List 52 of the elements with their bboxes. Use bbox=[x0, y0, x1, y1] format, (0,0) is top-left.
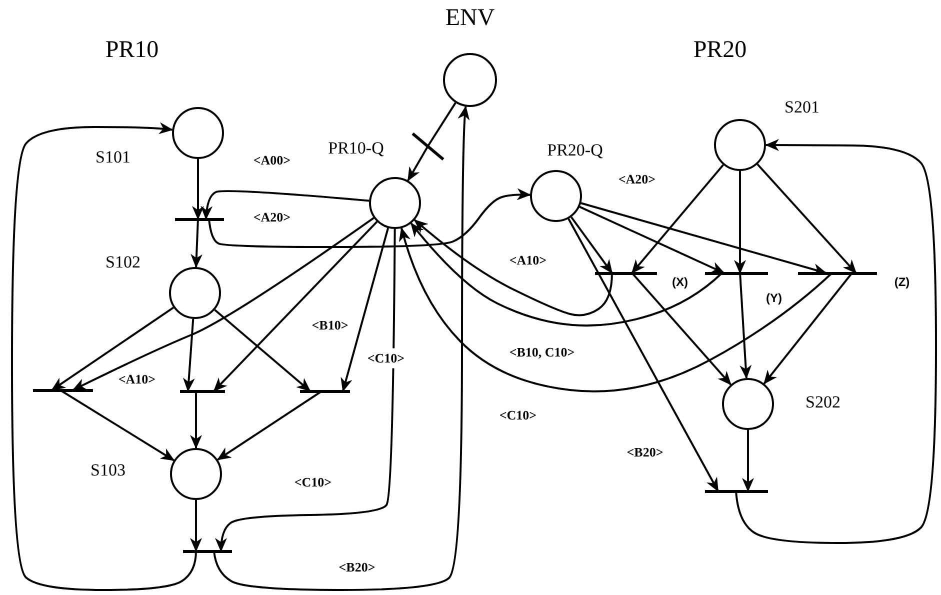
arc-arrow bbox=[213, 106, 470, 591]
arc-arrow bbox=[579, 206, 725, 274]
arc-arrow bbox=[51, 306, 174, 391]
arc-arrow bbox=[190, 218, 203, 268]
arc-arrow bbox=[568, 218, 719, 492]
arc-arrow bbox=[208, 188, 532, 248]
arc-arrow bbox=[192, 159, 204, 220]
arc-arrow bbox=[414, 219, 613, 316]
transition-label: (X) bbox=[672, 274, 688, 291]
arc-arrow bbox=[631, 272, 732, 386]
arc-arrow bbox=[190, 500, 202, 552]
place-label: S201 bbox=[784, 96, 820, 118]
arc-arrow bbox=[182, 318, 195, 392]
place-label: S103 bbox=[90, 459, 126, 482]
arc-arrow bbox=[734, 171, 746, 274]
place-label: S101 bbox=[96, 146, 130, 168]
arc-arrow bbox=[739, 272, 752, 380]
arc-arrow bbox=[216, 390, 323, 461]
transition-bar bbox=[175, 218, 224, 220]
arc-arrow bbox=[735, 139, 937, 544]
place-label: PR20-Q bbox=[547, 139, 603, 162]
arc-arrow bbox=[213, 221, 378, 392]
arc-arrow bbox=[756, 164, 857, 274]
arc-arrow bbox=[215, 229, 396, 552]
arc-arrow bbox=[340, 228, 390, 392]
arc-arrow bbox=[399, 227, 833, 392]
arc-arrow bbox=[763, 272, 853, 384]
transition-bar bbox=[595, 272, 657, 274]
place-label: S202 bbox=[806, 391, 840, 414]
transition-bar bbox=[33, 388, 93, 392]
transition-bar bbox=[705, 272, 768, 274]
arc-arrow bbox=[214, 309, 311, 392]
transition-label: (Z) bbox=[894, 274, 910, 291]
arc-arrow bbox=[72, 217, 374, 391]
transition-bar bbox=[705, 490, 768, 492]
arc-arrow bbox=[200, 190, 370, 220]
arc-arrow bbox=[410, 222, 723, 327]
arc-arrow bbox=[59, 389, 175, 462]
arc-arrow bbox=[407, 146, 429, 182]
transition-bar bbox=[180, 390, 225, 392]
transition-bar bbox=[798, 272, 877, 274]
arc-arrow bbox=[11, 122, 197, 591]
place-label: PR10-Q bbox=[328, 137, 384, 160]
transition-bar bbox=[183, 550, 232, 552]
place-label: S102 bbox=[106, 251, 140, 274]
arc-arrow bbox=[570, 216, 613, 274]
arc-label: <C10> bbox=[366, 348, 406, 368]
arc-arrow bbox=[742, 430, 754, 492]
transition-label: (Y) bbox=[766, 290, 782, 307]
arc-arrow bbox=[631, 164, 724, 274]
arc-arrow bbox=[190, 391, 202, 449]
transition-bar bbox=[300, 390, 350, 392]
